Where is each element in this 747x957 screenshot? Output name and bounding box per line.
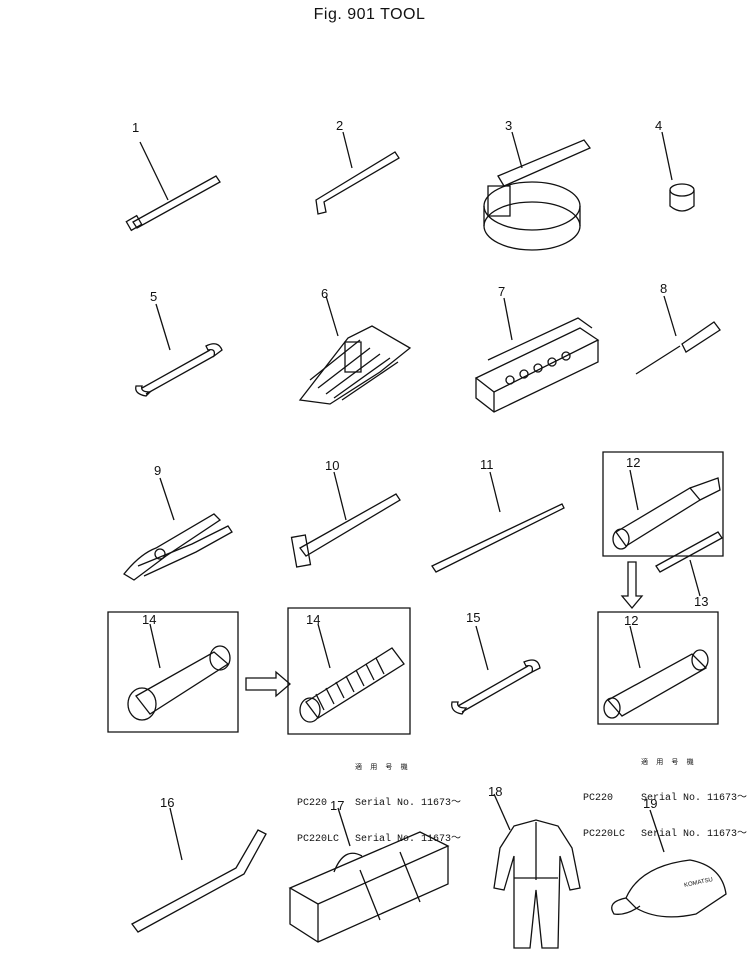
tool-bag-illustration	[290, 808, 448, 942]
callout-16: 16	[160, 795, 175, 810]
serial-range: Serial No. 11673～	[355, 798, 462, 809]
callout-15: 15	[466, 610, 481, 625]
callout-6: 6	[321, 286, 329, 301]
callout-4: 4	[655, 118, 663, 133]
callout-9: 9	[154, 463, 162, 478]
pliers-illustration	[124, 478, 232, 580]
cartridge-box-illustration	[108, 612, 238, 732]
callout-1: 1	[132, 120, 140, 135]
callout-2: 2	[336, 118, 344, 133]
spanner-2-illustration	[452, 626, 540, 714]
model-name: PC220LC	[297, 834, 340, 845]
hammer-illustration	[292, 472, 400, 567]
callout-12-bottom: 12	[624, 613, 639, 628]
l-wrench-illustration	[316, 132, 399, 214]
serial-range: Serial No. 11673～	[641, 793, 747, 804]
callout-11: 11	[480, 457, 494, 472]
callout-8: 8	[660, 281, 668, 296]
cap-illustration	[612, 810, 726, 917]
filter-wrench-illustration	[484, 132, 590, 250]
callout-3: 3	[505, 118, 513, 133]
figure-title: Fig. 901 TOOL	[313, 6, 426, 23]
callout-14-right: 14	[306, 612, 321, 627]
pipe-illustration	[132, 808, 266, 932]
spanner-illustration	[136, 304, 222, 396]
callout-12-top: 12	[626, 455, 641, 470]
arrow-right-icon	[246, 672, 290, 696]
arrow-down-icon	[622, 562, 642, 608]
applicability-heading: 適 用 号 機	[641, 759, 696, 767]
model-name: PC220LC	[583, 829, 626, 840]
callout-14-left: 14	[142, 612, 157, 627]
callout-7: 7	[498, 284, 506, 299]
callout-10: 10	[325, 458, 340, 473]
bar-illustration	[432, 472, 564, 572]
nozzle-illustration	[656, 532, 722, 596]
grease-gun-box-illustration	[603, 452, 723, 556]
wrench-set-illustration	[300, 296, 410, 404]
model-name: PC220	[583, 793, 614, 804]
callout-13: 13	[694, 594, 709, 609]
callout-17: 17	[330, 798, 345, 813]
screwdriver-illustration	[636, 296, 720, 374]
grease-gun-box-2-illustration	[598, 612, 718, 724]
bellows-cartridge-box-illustration	[288, 608, 410, 734]
applicability-heading: 適 用 号 機	[355, 764, 410, 772]
callout-19: 19	[643, 796, 658, 811]
callout-5: 5	[150, 289, 158, 304]
serial-range: Serial No. 11673～	[355, 834, 462, 845]
socket-set-case-illustration	[476, 298, 598, 412]
coverall-illustration	[494, 794, 580, 948]
model-name: PC220	[297, 798, 328, 809]
callout-18: 18	[488, 784, 503, 799]
extension-bar-illustration	[126, 142, 220, 230]
socket-illustration	[662, 132, 694, 211]
serial-range: Serial No. 11673～	[641, 829, 747, 840]
